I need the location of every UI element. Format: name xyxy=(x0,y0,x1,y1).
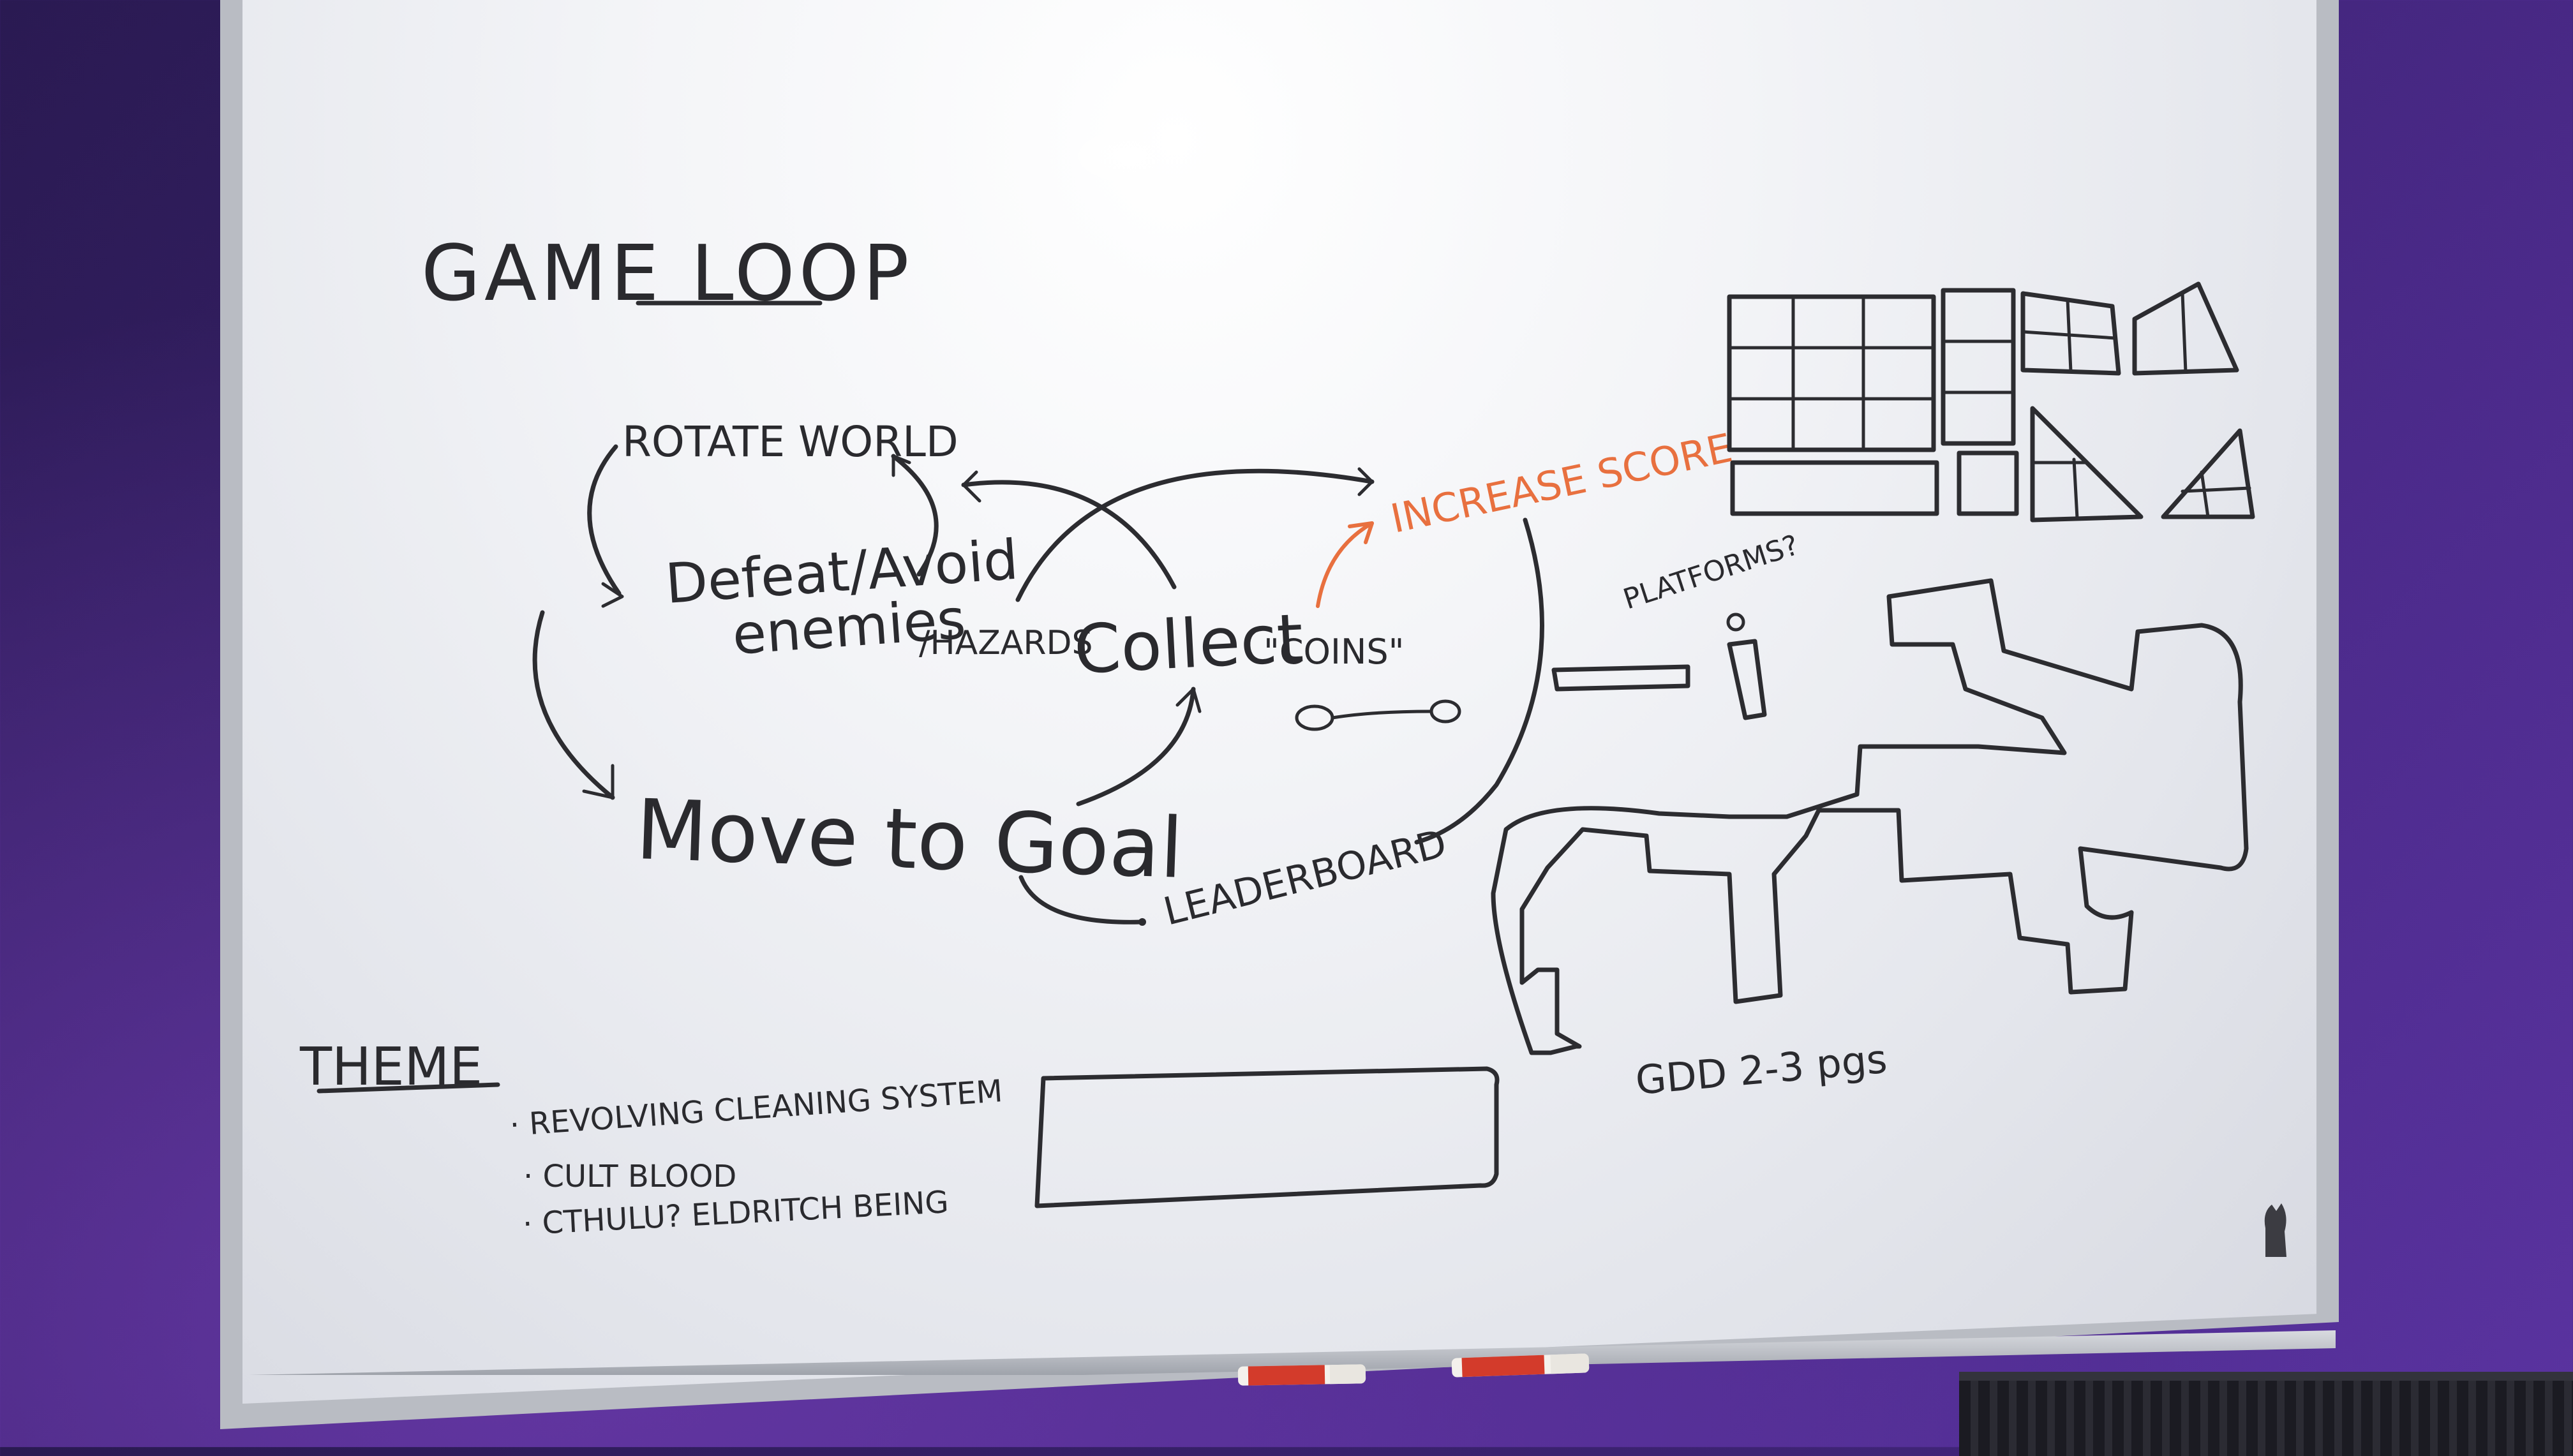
collect-label: Collect xyxy=(1072,599,1305,689)
arrow-head xyxy=(891,454,911,477)
arrow-score-to-leaderboard xyxy=(1414,517,1544,845)
arrow-rotate-to-defeat xyxy=(587,444,622,596)
arrow-move-to-collect xyxy=(1076,687,1196,806)
pillar-knob xyxy=(1726,613,1745,632)
platform-sketch xyxy=(1551,664,1690,692)
arrow-head xyxy=(601,582,624,608)
coin-doodle-left xyxy=(1295,704,1334,731)
arrow-to-move xyxy=(532,610,615,800)
rotate-world-label: ROTATE WORLD xyxy=(622,417,958,466)
light-glare xyxy=(1059,121,1200,191)
arrow-to-increase-score xyxy=(1015,468,1375,602)
pillar-sketch xyxy=(1727,639,1767,720)
coin-doodle-line xyxy=(1331,709,1433,720)
small-figurine xyxy=(2264,1203,2286,1257)
theme-item-1: · REVOLVING CLEANING SYSTEM xyxy=(509,1073,1004,1143)
arrow-head xyxy=(582,764,615,799)
platforms-note: PLATFORMS? xyxy=(1620,529,1803,616)
gdd-note: GDD 2-3 pgs xyxy=(1634,1036,1889,1104)
hazards-label: /HAZARDS xyxy=(919,624,1093,662)
theme-item-2: · CULT BLOOD xyxy=(523,1159,736,1194)
arrow-defeat-to-rotate xyxy=(891,454,939,577)
radiator xyxy=(1959,1372,2573,1456)
level-layout-sketch xyxy=(1491,578,2249,1055)
move-to-goal-label: Move to Goal xyxy=(634,781,1185,897)
leaderboard-label: LEADERBOARD xyxy=(1160,821,1451,935)
orange-arrow-coins-to-score xyxy=(1316,521,1374,608)
arrow-head xyxy=(1357,467,1374,496)
tile-sketches xyxy=(1727,281,2255,523)
theme-underline xyxy=(317,1082,500,1094)
coin-doodle-right xyxy=(1429,699,1461,724)
increase-score-label: INCREASE SCORE xyxy=(1387,424,1736,542)
arrow-head xyxy=(1175,687,1202,713)
arrow-head xyxy=(962,470,981,503)
arrow-collect-to-rotate xyxy=(961,480,1177,590)
coins-label: "COINS" xyxy=(1264,632,1404,672)
arrow-move-to-leaderboard xyxy=(1018,875,1145,925)
whiteboard-surface xyxy=(242,0,2316,1404)
orange-arrow-head xyxy=(1348,521,1374,544)
empty-box-sketch xyxy=(1034,1066,1500,1208)
